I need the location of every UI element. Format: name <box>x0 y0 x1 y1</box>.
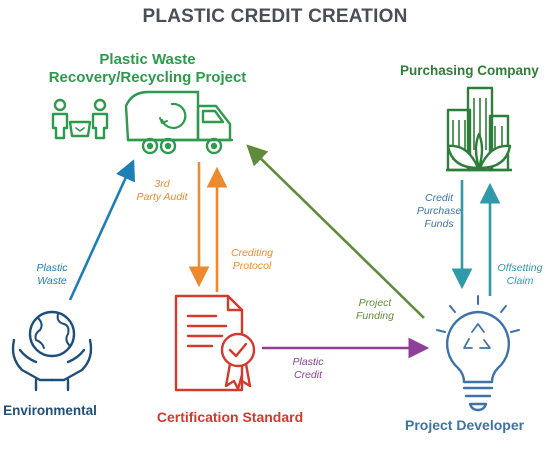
certification-standard-title: Certification Standard <box>156 409 304 425</box>
people-carrying-bin-icon <box>51 98 109 140</box>
plastic-waste-label: Plastic Waste <box>22 262 82 288</box>
recycling-truck-icon <box>51 90 234 155</box>
recycling-project-title: Plastic Waste Recovery/Recycling Project <box>30 51 265 87</box>
certificate-icon <box>174 294 256 392</box>
offsetting-claim-label: Offsetting Claim <box>490 262 550 288</box>
project-funding-arrow <box>246 144 425 319</box>
plastic-waste-arrow <box>68 159 135 301</box>
plastic-credit-label: Plastic Credit <box>278 356 338 382</box>
credit-purchase-funds-line3: Funds <box>424 218 454 230</box>
plastic-waste-line1: Plastic <box>36 262 68 274</box>
recycling-project-title-line2: Recovery/Recycling Project <box>48 69 247 86</box>
recycle-symbol-icon <box>463 323 491 349</box>
third-party-audit-label: 3rd Party Audit <box>132 178 192 204</box>
offsetting-claim-line1: Offsetting <box>497 262 543 274</box>
purchasing-company-title: Purchasing Company <box>400 63 539 78</box>
credit-purchase-funds-label: Credit Purchase Funds <box>409 192 469 231</box>
project-funding-label: Project Funding <box>345 297 405 323</box>
credit-purchase-funds-line1: Credit <box>424 192 453 204</box>
crediting-protocol-line1: Crediting <box>230 247 274 259</box>
recycling-project-title-line1: Plastic Waste <box>99 51 196 68</box>
third-party-audit-line1: 3rd <box>154 178 170 190</box>
project-funding-line1: Project <box>358 297 392 309</box>
offsetting-claim-line2: Claim <box>506 275 534 287</box>
project-developer-title: Project Developer <box>405 417 525 433</box>
project-funding-line2: Funding <box>356 310 394 322</box>
crediting-protocol-label: Crediting Protocol <box>222 247 282 273</box>
hands-globe-icon <box>11 310 93 392</box>
environmental-title: Environmental <box>3 403 97 418</box>
truck-body-icon <box>124 90 200 142</box>
plastic-credit-line2: Credit <box>293 369 322 381</box>
third-party-audit-line2: Party Audit <box>136 191 188 203</box>
crediting-protocol-line2: Protocol <box>232 260 272 272</box>
plastic-waste-line2: Waste <box>37 275 67 287</box>
credit-purchase-funds-line2: Purchase <box>416 205 462 217</box>
diagram-title: PLASTIC CREDIT CREATION <box>142 6 408 27</box>
buildings-leaves-icon <box>446 86 512 172</box>
lightbulb-recycle-icon <box>436 295 520 412</box>
plastic-credit-line1: Plastic <box>292 356 324 368</box>
